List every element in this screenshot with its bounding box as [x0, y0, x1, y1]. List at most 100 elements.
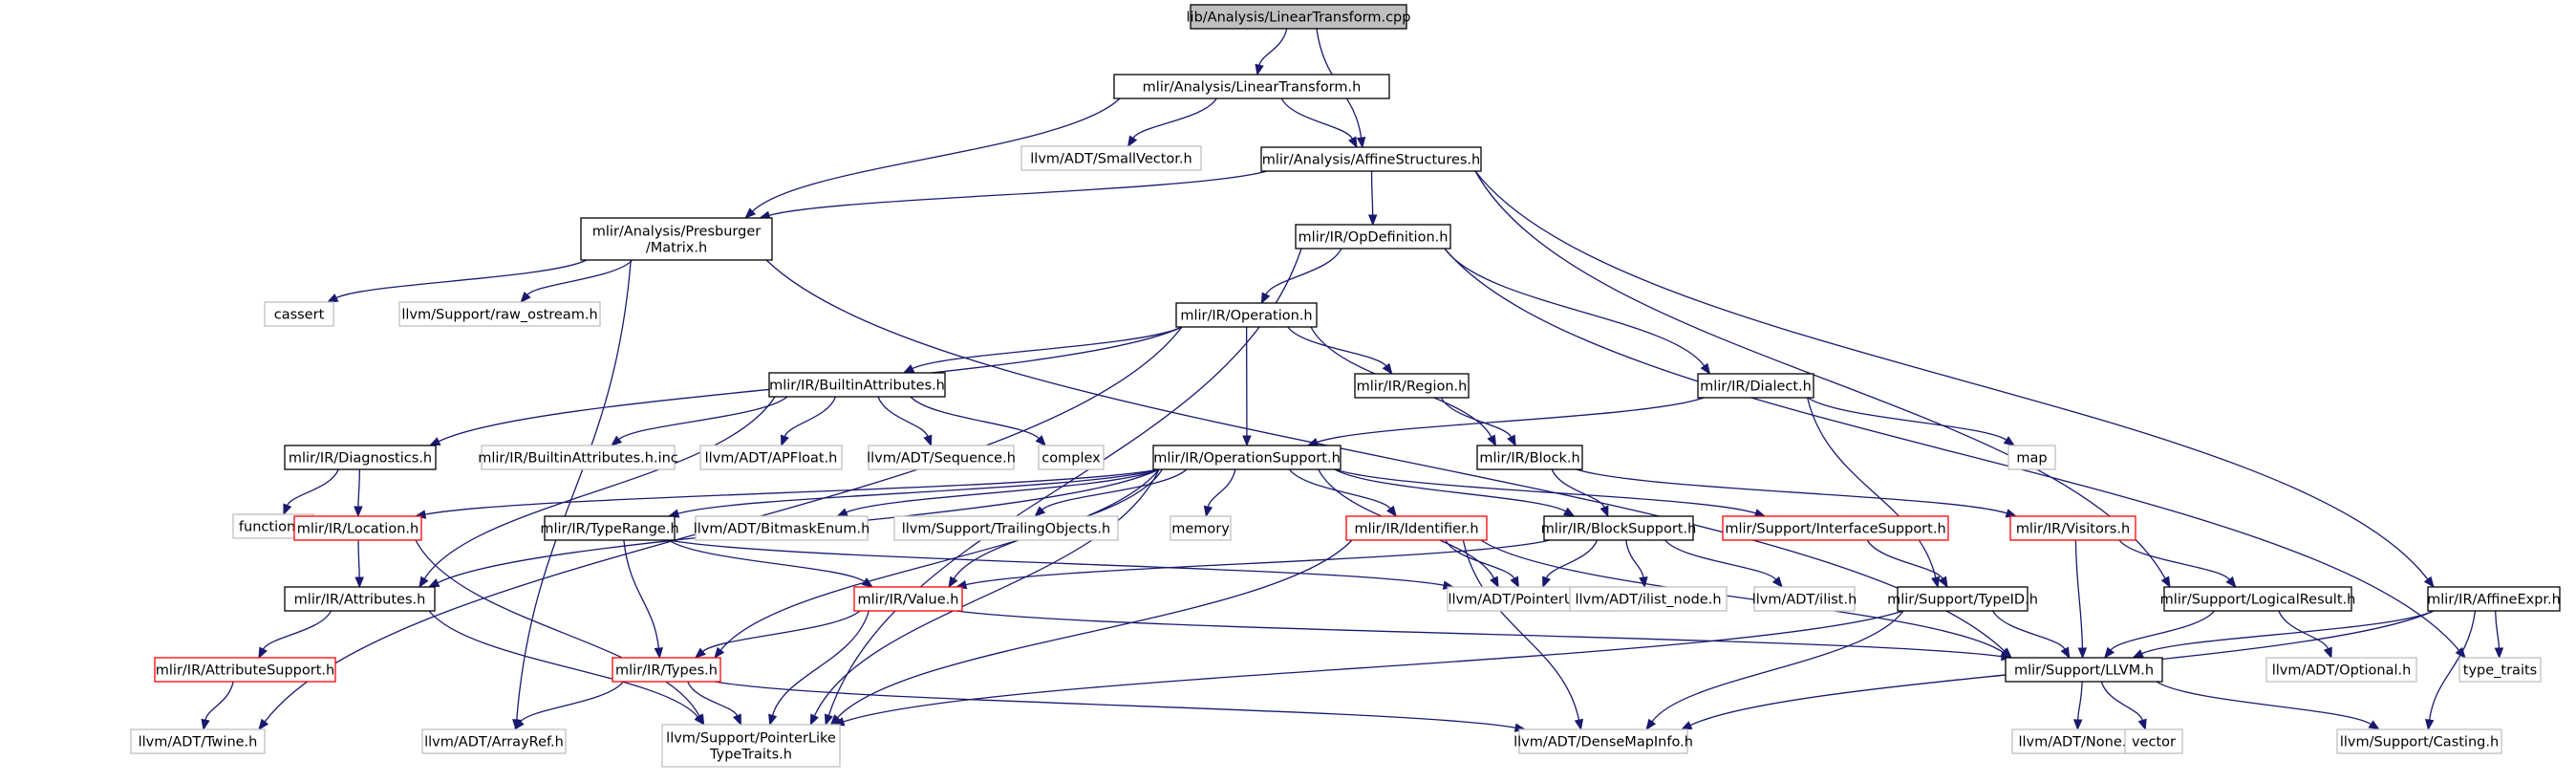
node-raw_ostream[interactable]: llvm/Support/raw_ostream.h [399, 302, 600, 326]
node-types[interactable]: mlir/IR/Types.h [612, 658, 720, 682]
edge-arrowhead [715, 648, 723, 658]
node-diagnostics[interactable]: mlir/IR/Diagnostics.h [285, 445, 436, 469]
edge-arrowhead [1491, 576, 1498, 587]
node-dialect[interactable]: mlir/IR/Dialect.h [1698, 374, 1814, 398]
node-builtinattr[interactable]: mlir/IR/BuiltinAttributes.h [769, 373, 945, 397]
edge-arrowhead [769, 714, 777, 725]
edge-arrowhead [2425, 577, 2434, 587]
edge-blocksupport-to-ilist [1665, 540, 1783, 587]
edge-arrowhead [2369, 721, 2379, 729]
edge-types-to-ptrlike [688, 682, 741, 725]
node-smallvec[interactable]: llvm/ADT/SmallVector.h [1021, 146, 1201, 170]
edge-arrowhead [328, 294, 338, 302]
node-lt_h[interactable]: mlir/Analysis/LinearTransform.h [1114, 75, 1389, 98]
edge-arrowhead [1682, 722, 1692, 729]
node-blocksupport[interactable]: mlir/IR/BlockSupport.h [1541, 516, 1697, 540]
edge-arrowhead [1940, 576, 1947, 587]
node-label: mlir/Support/TypeID.h [1887, 593, 2038, 608]
edge-arrowhead [1640, 577, 1647, 587]
edges-layer [202, 29, 2502, 731]
node-identifier[interactable]: mlir/IR/Identifier.h [1346, 516, 1487, 540]
node-affineexpr[interactable]: mlir/IR/AffineExpr.h [2427, 587, 2561, 611]
node-label: cassert [274, 308, 325, 323]
node-label: vector [2132, 735, 2176, 750]
node-bitmask[interactable]: llvm/ADT/BitmaskEnum.h [694, 516, 870, 540]
node-visitors[interactable]: mlir/IR/Visitors.h [2010, 516, 2136, 540]
node-cassert[interactable]: cassert [265, 302, 333, 326]
node-label: mlir/IR/BuiltinAttributes.h.inc [478, 451, 678, 467]
node-operation[interactable]: mlir/IR/Operation.h [1176, 303, 1317, 327]
edge-line [1626, 540, 1643, 577]
node-densemapinfo[interactable]: llvm/ADT/DenseMapInfo.h [1513, 729, 1693, 753]
node-optional[interactable]: llvm/ADT/Optional.h [2266, 658, 2416, 682]
edge-opsupport-to-identifier [1289, 469, 1396, 516]
edge-arrowhead [1261, 293, 1269, 303]
node-attrsupport[interactable]: mlir/IR/AttributeSupport.h [155, 658, 335, 682]
edge-opdef-to-operation [1261, 249, 1341, 303]
edge-line [521, 682, 624, 722]
node-attributes[interactable]: mlir/IR/Attributes.h [285, 587, 435, 611]
node-label: llvm/ADT/ArrayRef.h [424, 735, 564, 750]
node-value[interactable]: mlir/IR/Value.h [854, 587, 962, 611]
edge-arrowhead [2138, 719, 2146, 729]
edge-arrowhead [2074, 720, 2082, 729]
node-typerange[interactable]: mlir/IR/TypeRange.h [540, 516, 678, 540]
node-label: map [2016, 451, 2047, 467]
node-opsupport[interactable]: mlir/IR/OperationSupport.h [1153, 445, 1341, 469]
edge-location-to-attributes [355, 540, 363, 587]
edge-arrowhead [734, 714, 741, 725]
node-affstruct[interactable]: mlir/Analysis/AffineStructures.h [1261, 147, 1481, 171]
node-typeid[interactable]: mlir/Support/TypeID.h [1887, 587, 2038, 611]
edge-llvmh-to-casting [2157, 682, 2379, 729]
node-label: lib/Analysis/LinearTransform.cpp [1187, 11, 1411, 26]
node-complex[interactable]: complex [1039, 445, 1104, 469]
node-llvmh[interactable]: mlir/Support/LLVM.h [2006, 658, 2162, 682]
node-label: mlir/IR/Location.h [297, 522, 419, 537]
edge-line [1867, 540, 1943, 578]
edge-line [1281, 98, 1352, 139]
edge-lt_h-to-smallvec [1128, 98, 1217, 146]
edge-line [678, 469, 1159, 513]
edge-arrowhead [1349, 137, 1357, 147]
node-vector[interactable]: vector [2125, 729, 2182, 753]
edge-arrowhead [355, 577, 363, 587]
node-matrix[interactable]: mlir/Analysis/Presburger/Matrix.h [581, 218, 772, 260]
node-twine[interactable]: llvm/ADT/Twine.h [131, 729, 265, 753]
edge-dialect-to-typeid [1808, 398, 1940, 587]
node-builtinattrinc[interactable]: mlir/IR/BuiltinAttributes.h.inc [478, 445, 678, 469]
node-block[interactable]: mlir/IR/Block.h [1477, 445, 1582, 469]
edge-line [2119, 540, 2230, 579]
node-type_traits[interactable]: type_traits [2459, 658, 2541, 682]
edge-line [1808, 398, 1936, 577]
node-label: llvm/ADT/DenseMapInfo.h [1513, 735, 1693, 750]
node-ilist[interactable]: llvm/ADT/ilist.h [1752, 587, 1857, 611]
edge-line [1372, 171, 1373, 215]
edge-line [336, 260, 587, 298]
node-label: type_traits [2463, 663, 2537, 679]
node-none[interactable]: llvm/ADT/None.h [2012, 729, 2141, 753]
node-root[interactable]: lib/Analysis/LinearTransform.cpp [1187, 5, 1411, 29]
edge-diagnostics-to-functional [284, 469, 338, 514]
node-label: TypeTraits.h [709, 748, 792, 763]
edge-arrowhead [862, 578, 872, 587]
edge-visitors-to-logicalresult [2119, 540, 2236, 587]
node-label: mlir/Analysis/Presburger [592, 225, 761, 240]
edge-line [2142, 611, 2434, 654]
edge-line [702, 611, 860, 652]
node-region[interactable]: mlir/IR/Region.h [1355, 374, 1469, 398]
node-ifacesupport[interactable]: mlir/Support/InterfaceSupport.h [1723, 516, 1948, 540]
node-casting[interactable]: llvm/Support/Casting.h [2337, 729, 2501, 753]
node-arrayref[interactable]: llvm/ADT/ArrayRef.h [422, 729, 566, 753]
node-label: llvm/ADT/ilist.h [1752, 593, 1857, 608]
node-opdef[interactable]: mlir/IR/OpDefinition.h [1296, 225, 1450, 249]
node-ilistnode[interactable]: llvm/ADT/ilist_node.h [1570, 587, 1727, 611]
node-logicalresult[interactable]: mlir/Support/LogicalResult.h [2160, 587, 2356, 611]
node-apfloat[interactable]: llvm/ADT/APFloat.h [700, 445, 842, 469]
node-trailing[interactable]: llvm/Support/TrailingObjects.h [894, 516, 1118, 540]
node-memory[interactable]: memory [1170, 516, 1231, 540]
node-location[interactable]: mlir/IR/Location.h [294, 516, 421, 540]
node-sequence[interactable]: llvm/ADT/Sequence.h [867, 445, 1016, 469]
node-label: mlir/IR/OperationSupport.h [1153, 451, 1341, 467]
node-map[interactable]: map [2008, 445, 2055, 469]
